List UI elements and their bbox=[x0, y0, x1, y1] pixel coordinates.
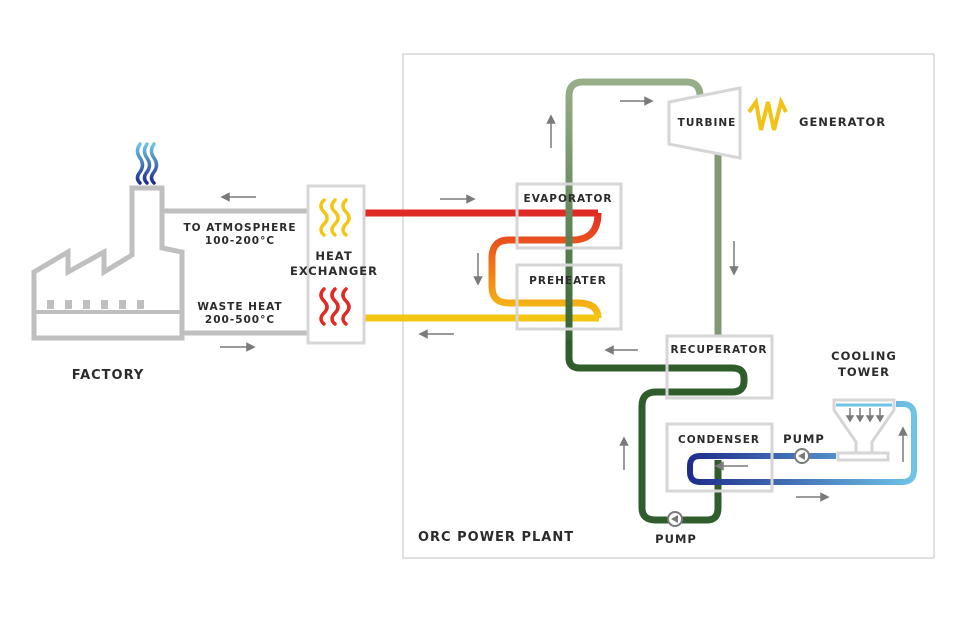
orc-power-plant-label: ORC POWER PLANT bbox=[418, 530, 574, 545]
turbine-icon bbox=[667, 86, 742, 160]
orc-plant-frame bbox=[402, 53, 935, 559]
cooling-pump-label: PUMP bbox=[783, 432, 825, 446]
flow-arrows bbox=[220, 96, 908, 502]
evaporator-label: EVAPORATOR bbox=[524, 193, 613, 205]
factory-label: FACTORY bbox=[72, 368, 145, 383]
evaporator-box bbox=[515, 182, 623, 250]
heat-exchanger-label-line2: EXCHANGER bbox=[290, 264, 378, 278]
cooling-tower-label-line2: TOWER bbox=[838, 365, 890, 379]
recuperator-label: RECUPERATOR bbox=[671, 344, 768, 356]
cooling-pump-icon bbox=[794, 448, 810, 464]
waste-heat-label: WASTE HEAT bbox=[197, 301, 282, 313]
smoke-icon bbox=[135, 142, 159, 185]
main-pump-icon bbox=[667, 511, 683, 527]
preheater-label: PREHEATER bbox=[529, 275, 607, 287]
waste-heat-temp: 200-500°C bbox=[205, 314, 275, 326]
heat-waves-red-icon bbox=[319, 287, 351, 326]
generator-label: GENERATOR bbox=[799, 115, 886, 129]
cooling-tower-icon bbox=[832, 398, 896, 462]
hot-return-loop bbox=[488, 212, 602, 319]
recuperator-box bbox=[665, 334, 774, 400]
to-atmosphere-label: TO ATMOSPHERE bbox=[183, 222, 296, 234]
condenser-box bbox=[665, 422, 774, 493]
generator-icon bbox=[747, 96, 788, 131]
heat-exchanger-label-line1: HEAT bbox=[315, 249, 352, 263]
turbine-label: TURBINE bbox=[678, 117, 737, 129]
cooling-return-pipe bbox=[687, 401, 917, 485]
vapor-pipe-up bbox=[565, 78, 704, 360]
heat-waves-yellow-icon bbox=[319, 198, 351, 237]
cooling-tower-label-line1: COOLING bbox=[831, 349, 897, 363]
condensate-pipe bbox=[565, 340, 748, 524]
main-pump-label: PUMP bbox=[655, 532, 697, 546]
factory-icon bbox=[31, 185, 185, 341]
condenser-label: CONDENSER bbox=[678, 434, 760, 446]
preheater-box bbox=[515, 263, 623, 331]
to-atmosphere-temp: 100-200°C bbox=[205, 235, 275, 247]
